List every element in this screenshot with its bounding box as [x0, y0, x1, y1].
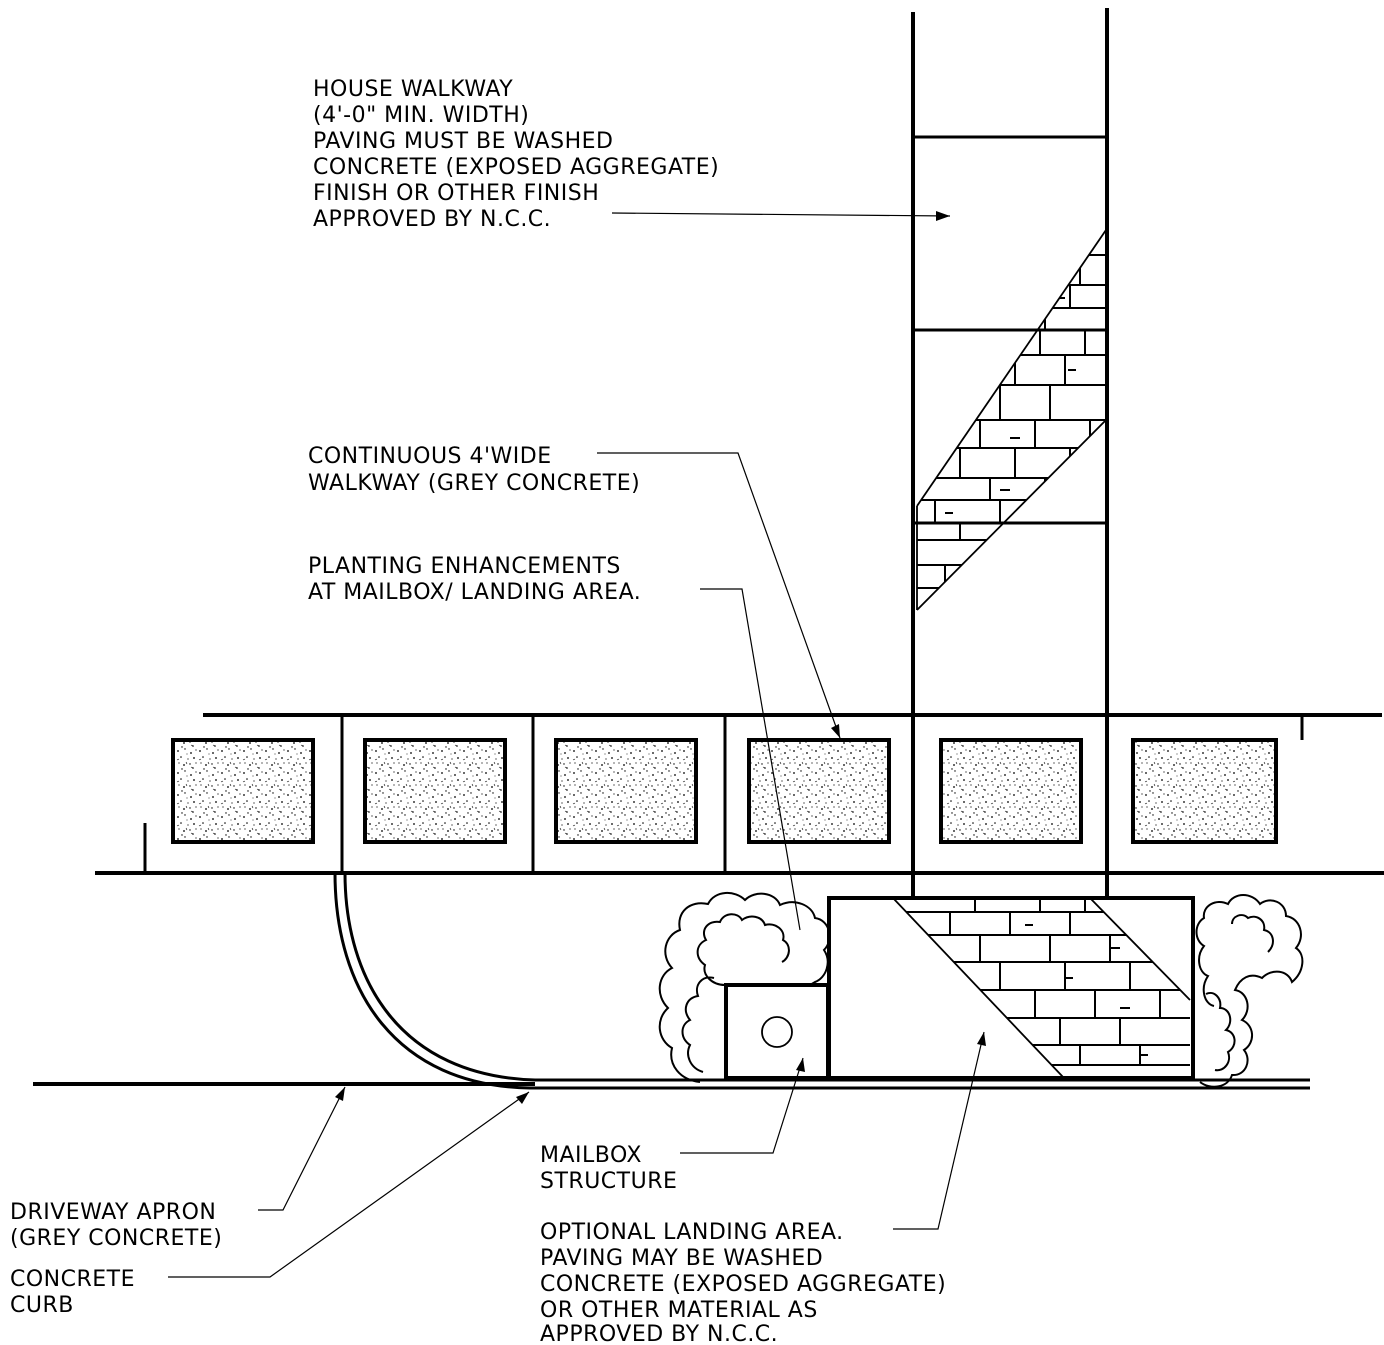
label-planting: PLANTING ENHANCEMENTS AT MAILBOX/ LANDIN… [308, 554, 641, 605]
mailbox-structure [724, 983, 830, 1080]
label-line: CONCRETE (EXPOSED AGGREGATE) [540, 1272, 946, 1297]
landing-area [827, 896, 1195, 1080]
label-line: CONCRETE [10, 1267, 135, 1292]
planter-box [171, 738, 315, 844]
label-line: OPTIONAL LANDING AREA. [540, 1220, 844, 1245]
label-line: FINISH OR OTHER FINISH [313, 181, 599, 206]
label-line: PAVING MUST BE WASHED [313, 129, 613, 154]
house-walkway [911, 8, 1109, 898]
label-line: PLANTING ENHANCEMENTS [308, 554, 621, 579]
sidewalk-band [95, 713, 1384, 875]
planter-box [939, 738, 1083, 844]
planter-box [363, 738, 507, 844]
label-line: PAVING MAY BE WASHED [540, 1246, 823, 1271]
label-line: WALKWAY (GREY CONCRETE) [308, 471, 640, 496]
label-line: APPROVED BY N.C.C. [540, 1322, 778, 1345]
label-line: CONTINUOUS 4'WIDE [308, 444, 552, 469]
label-mailbox: MAILBOX STRUCTURE [540, 1143, 677, 1194]
label-line: CONCRETE (EXPOSED AGGREGATE) [313, 155, 719, 180]
label-house-walkway: HOUSE WALKWAY (4'-0" MIN. WIDTH) PAVING … [313, 77, 719, 232]
label-line: (4'-0" MIN. WIDTH) [313, 103, 529, 128]
label-line: APPROVED BY N.C.C. [313, 207, 551, 232]
leader-lines [168, 211, 986, 1278]
label-line: (GREY CONCRETE) [10, 1226, 222, 1251]
planter-box [1131, 738, 1278, 844]
planter-box [554, 738, 698, 844]
label-line: HOUSE WALKWAY [313, 77, 513, 102]
label-line: CURB [10, 1293, 74, 1318]
driveway-apron [33, 872, 1310, 1090]
label-line: STRUCTURE [540, 1169, 677, 1194]
planter-boxes [171, 738, 1278, 844]
shrub-left [658, 892, 831, 1083]
label-landing-area: OPTIONAL LANDING AREA. PAVING MAY BE WAS… [540, 1220, 946, 1345]
label-line: AT MAILBOX/ LANDING AREA. [308, 580, 641, 605]
planter-box [747, 738, 891, 844]
shrub-right [1195, 894, 1304, 1088]
walkway-stone-paving [916, 229, 1107, 611]
label-line: MAILBOX [540, 1143, 642, 1168]
label-driveway-apron: DRIVEWAY APRON (GREY CONCRETE) [10, 1200, 222, 1251]
label-line: OR OTHER MATERIAL AS [540, 1298, 818, 1323]
label-line: DRIVEWAY APRON [10, 1200, 216, 1225]
label-continuous-walkway: CONTINUOUS 4'WIDE WALKWAY (GREY CONCRETE… [308, 444, 640, 496]
label-concrete-curb: CONCRETE CURB [10, 1267, 135, 1318]
